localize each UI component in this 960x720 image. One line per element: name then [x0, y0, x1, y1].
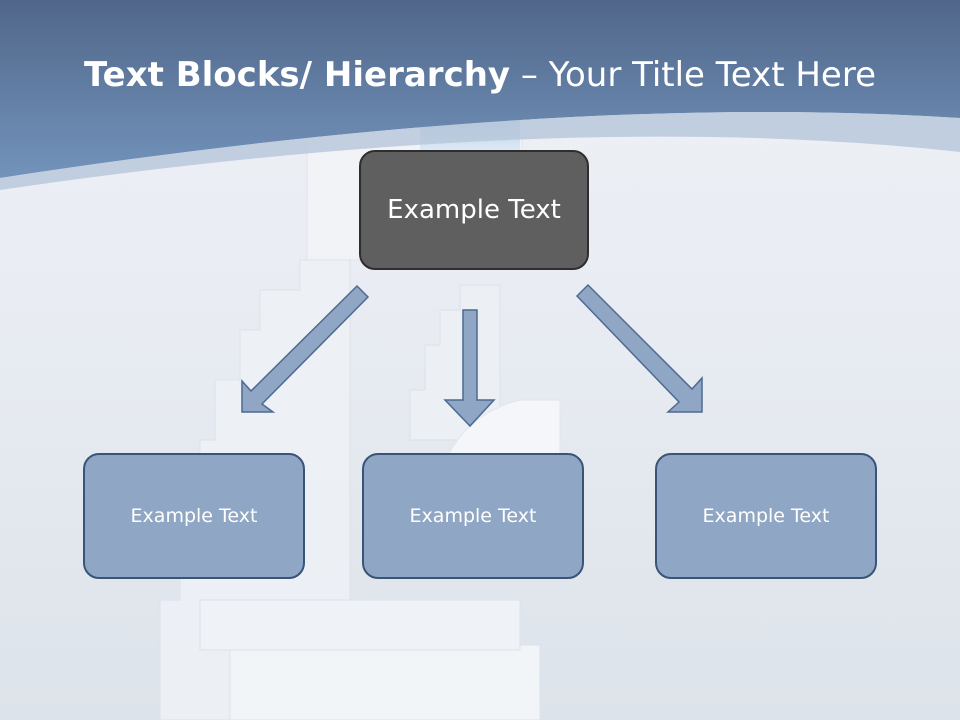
title-bold-part: Text Blocks/ Hierarchy [83, 55, 511, 95]
slide-title: Text Blocks/ Hierarchy – Your Title Text… [0, 50, 960, 100]
arrow-right [575, 283, 703, 413]
root-text-block[interactable]: Example Text [359, 150, 589, 270]
root-text-block-label: Example Text [387, 195, 561, 225]
child-text-block-label: Example Text [130, 505, 258, 527]
child-text-block-middle[interactable]: Example Text [362, 453, 584, 579]
child-text-block-left[interactable]: Example Text [83, 453, 305, 579]
child-text-block-label: Example Text [702, 505, 830, 527]
title-light-part: – Your Title Text Here [510, 55, 876, 95]
header-accent [0, 111, 960, 190]
arrow-left [241, 284, 370, 413]
child-text-block-label: Example Text [409, 505, 537, 527]
arrow-middle [443, 309, 496, 428]
header-band [0, 0, 960, 178]
child-text-block-right[interactable]: Example Text [655, 453, 877, 579]
